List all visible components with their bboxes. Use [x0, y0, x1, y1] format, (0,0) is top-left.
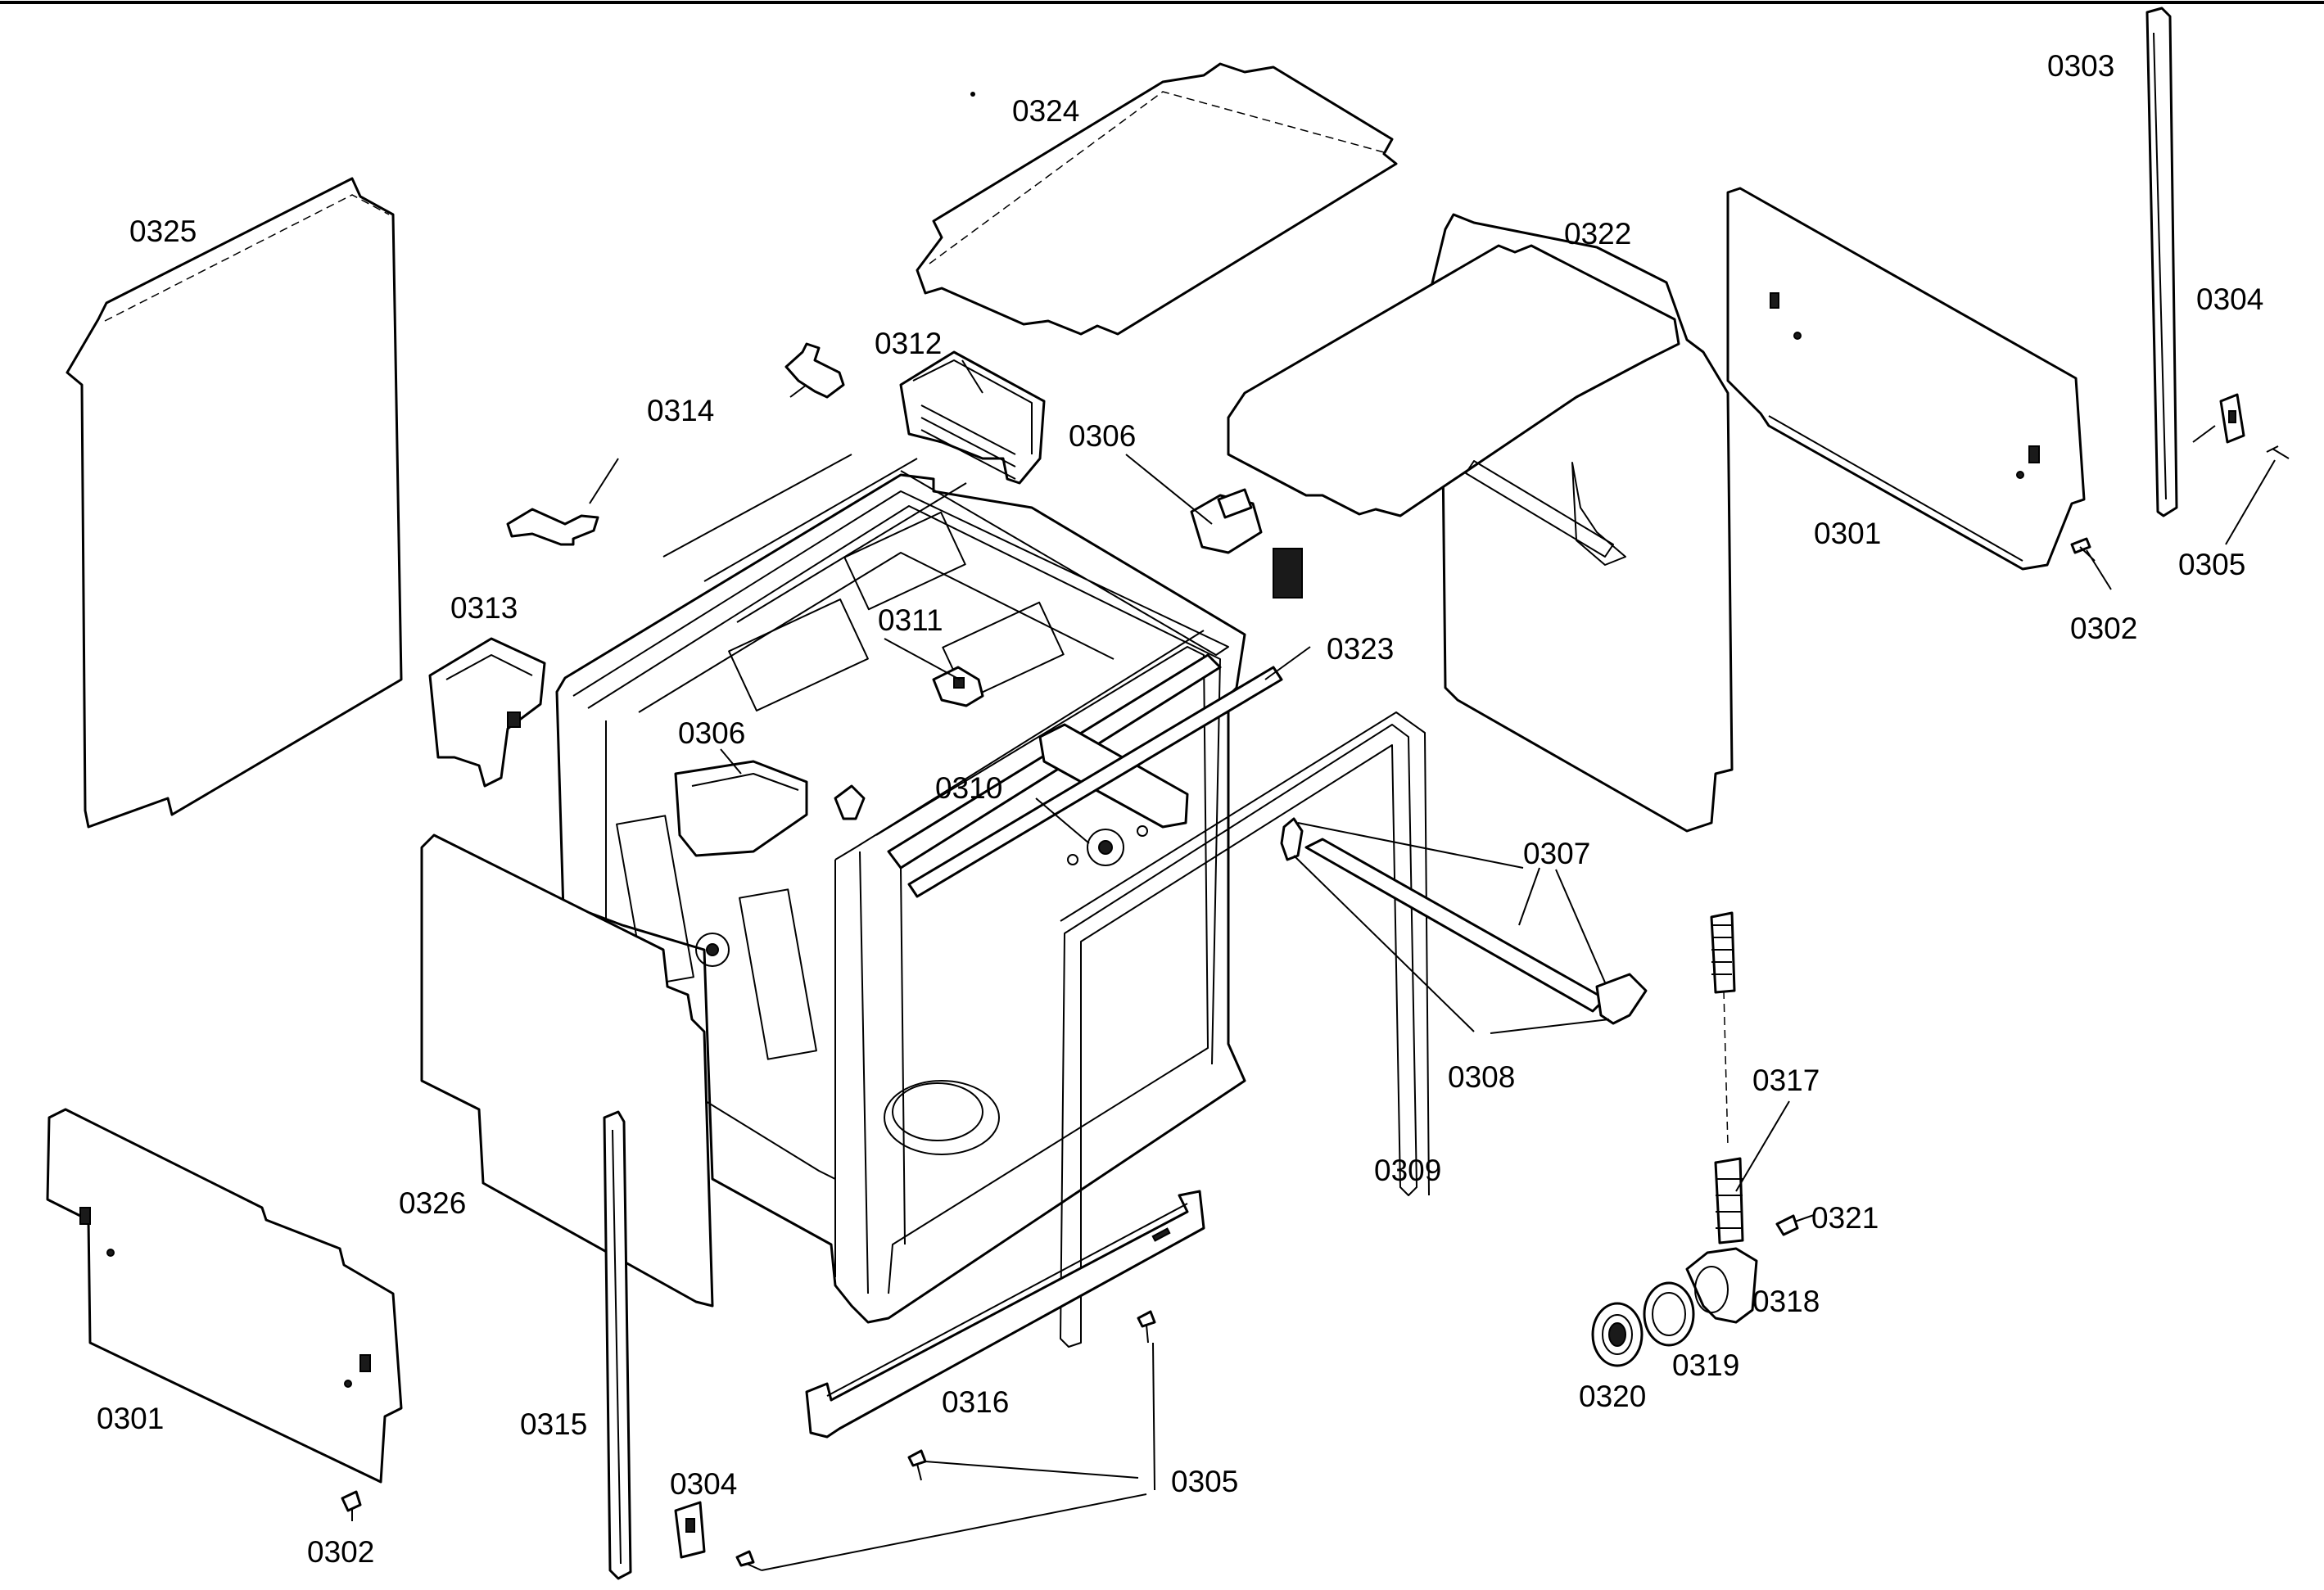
label-0305-top: 0305: [2178, 548, 2245, 581]
label-0315: 0315: [520, 1407, 587, 1441]
seal-0323: [907, 666, 1283, 898]
cap-0320: [1591, 1302, 1644, 1367]
label-0313: 0313: [450, 591, 518, 625]
label-0320: 0320: [1579, 1380, 1646, 1413]
label-0302-top: 0302: [2070, 612, 2137, 645]
label-0318: 0318: [1752, 1285, 1820, 1318]
label-0325: 0325: [129, 215, 197, 248]
label-0317: 0317: [1752, 1064, 1820, 1097]
gasket-0309: [1060, 711, 1430, 1348]
bar-0307: [1304, 838, 1648, 1025]
panel-0325: [66, 177, 403, 829]
label-0316: 0316: [942, 1385, 1009, 1419]
label-0310: 0310: [935, 771, 1002, 805]
label-0306-top: 0306: [1069, 419, 1136, 453]
label-0311: 0311: [878, 603, 943, 637]
clip-0304-top: [2219, 393, 2245, 444]
bracket-0312: [899, 350, 1046, 485]
screw-0305-bottom-c: [735, 1550, 762, 1571]
label-0304-bottom: 0304: [670, 1467, 737, 1501]
label-0305-bottom: 0305: [1171, 1465, 1238, 1498]
screw-0305-top: [2266, 445, 2290, 459]
panel-0301-right: [1726, 187, 2086, 571]
panel-0301-left: [46, 1108, 403, 1484]
trim-strip-0303: [2145, 7, 2178, 517]
screw-0321: [1775, 1214, 1815, 1236]
label-0312: 0312: [875, 327, 942, 360]
label-0326: 0326: [399, 1186, 466, 1220]
tub-main: [555, 454, 1246, 1324]
label-0319: 0319: [1672, 1348, 1739, 1382]
label-0308: 0308: [1448, 1060, 1515, 1094]
label-0302-bottom: 0302: [307, 1535, 374, 1569]
clip-0311: [932, 666, 984, 707]
label-0309: 0309: [1374, 1154, 1441, 1187]
label-0306-mid: 0306: [678, 716, 745, 750]
clip-0304-bottom: [674, 1501, 706, 1559]
label-0323: 0323: [1327, 632, 1394, 666]
bracket-0314-lower: [506, 508, 599, 546]
screw-0305-bottom-a: [1137, 1310, 1156, 1344]
label-0301-left: 0301: [97, 1402, 164, 1435]
clip-0308: [1280, 817, 1304, 861]
fitting-0318: [1685, 1247, 1758, 1324]
label-0304-top: 0304: [2196, 282, 2263, 316]
panel-0322: [1227, 213, 1734, 833]
label-0303: 0303: [2047, 49, 2114, 83]
label-0324: 0324: [1012, 94, 1079, 128]
bracket-0306-mid: [674, 760, 808, 857]
leader-lines: [589, 359, 2276, 1571]
part-labels: 0325 0324 0322 0303 0304 0305 0301 0302 …: [97, 49, 2263, 1569]
label-0322: 0322: [1564, 217, 1631, 251]
hose-0317: [1710, 911, 1744, 1244]
label-0321: 0321: [1811, 1201, 1879, 1235]
label-0301-right: 0301: [1814, 517, 1881, 550]
panel-0324: [916, 62, 1398, 336]
bracket-0313: [428, 637, 546, 788]
bracket-0314-upper: [784, 342, 845, 399]
ring-0319: [1643, 1281, 1695, 1347]
trim-strip-0315: [603, 1110, 632, 1580]
bracket-0306-top: [1190, 488, 1303, 599]
label-0314: 0314: [647, 394, 714, 427]
label-0307: 0307: [1523, 837, 1590, 870]
panel-0326: [420, 833, 714, 1308]
dot-mark: [970, 92, 975, 97]
kickplate-0316: [805, 1190, 1205, 1439]
screw-0302-bottom: [341, 1490, 362, 1521]
screw-0305-bottom-b: [907, 1449, 927, 1481]
